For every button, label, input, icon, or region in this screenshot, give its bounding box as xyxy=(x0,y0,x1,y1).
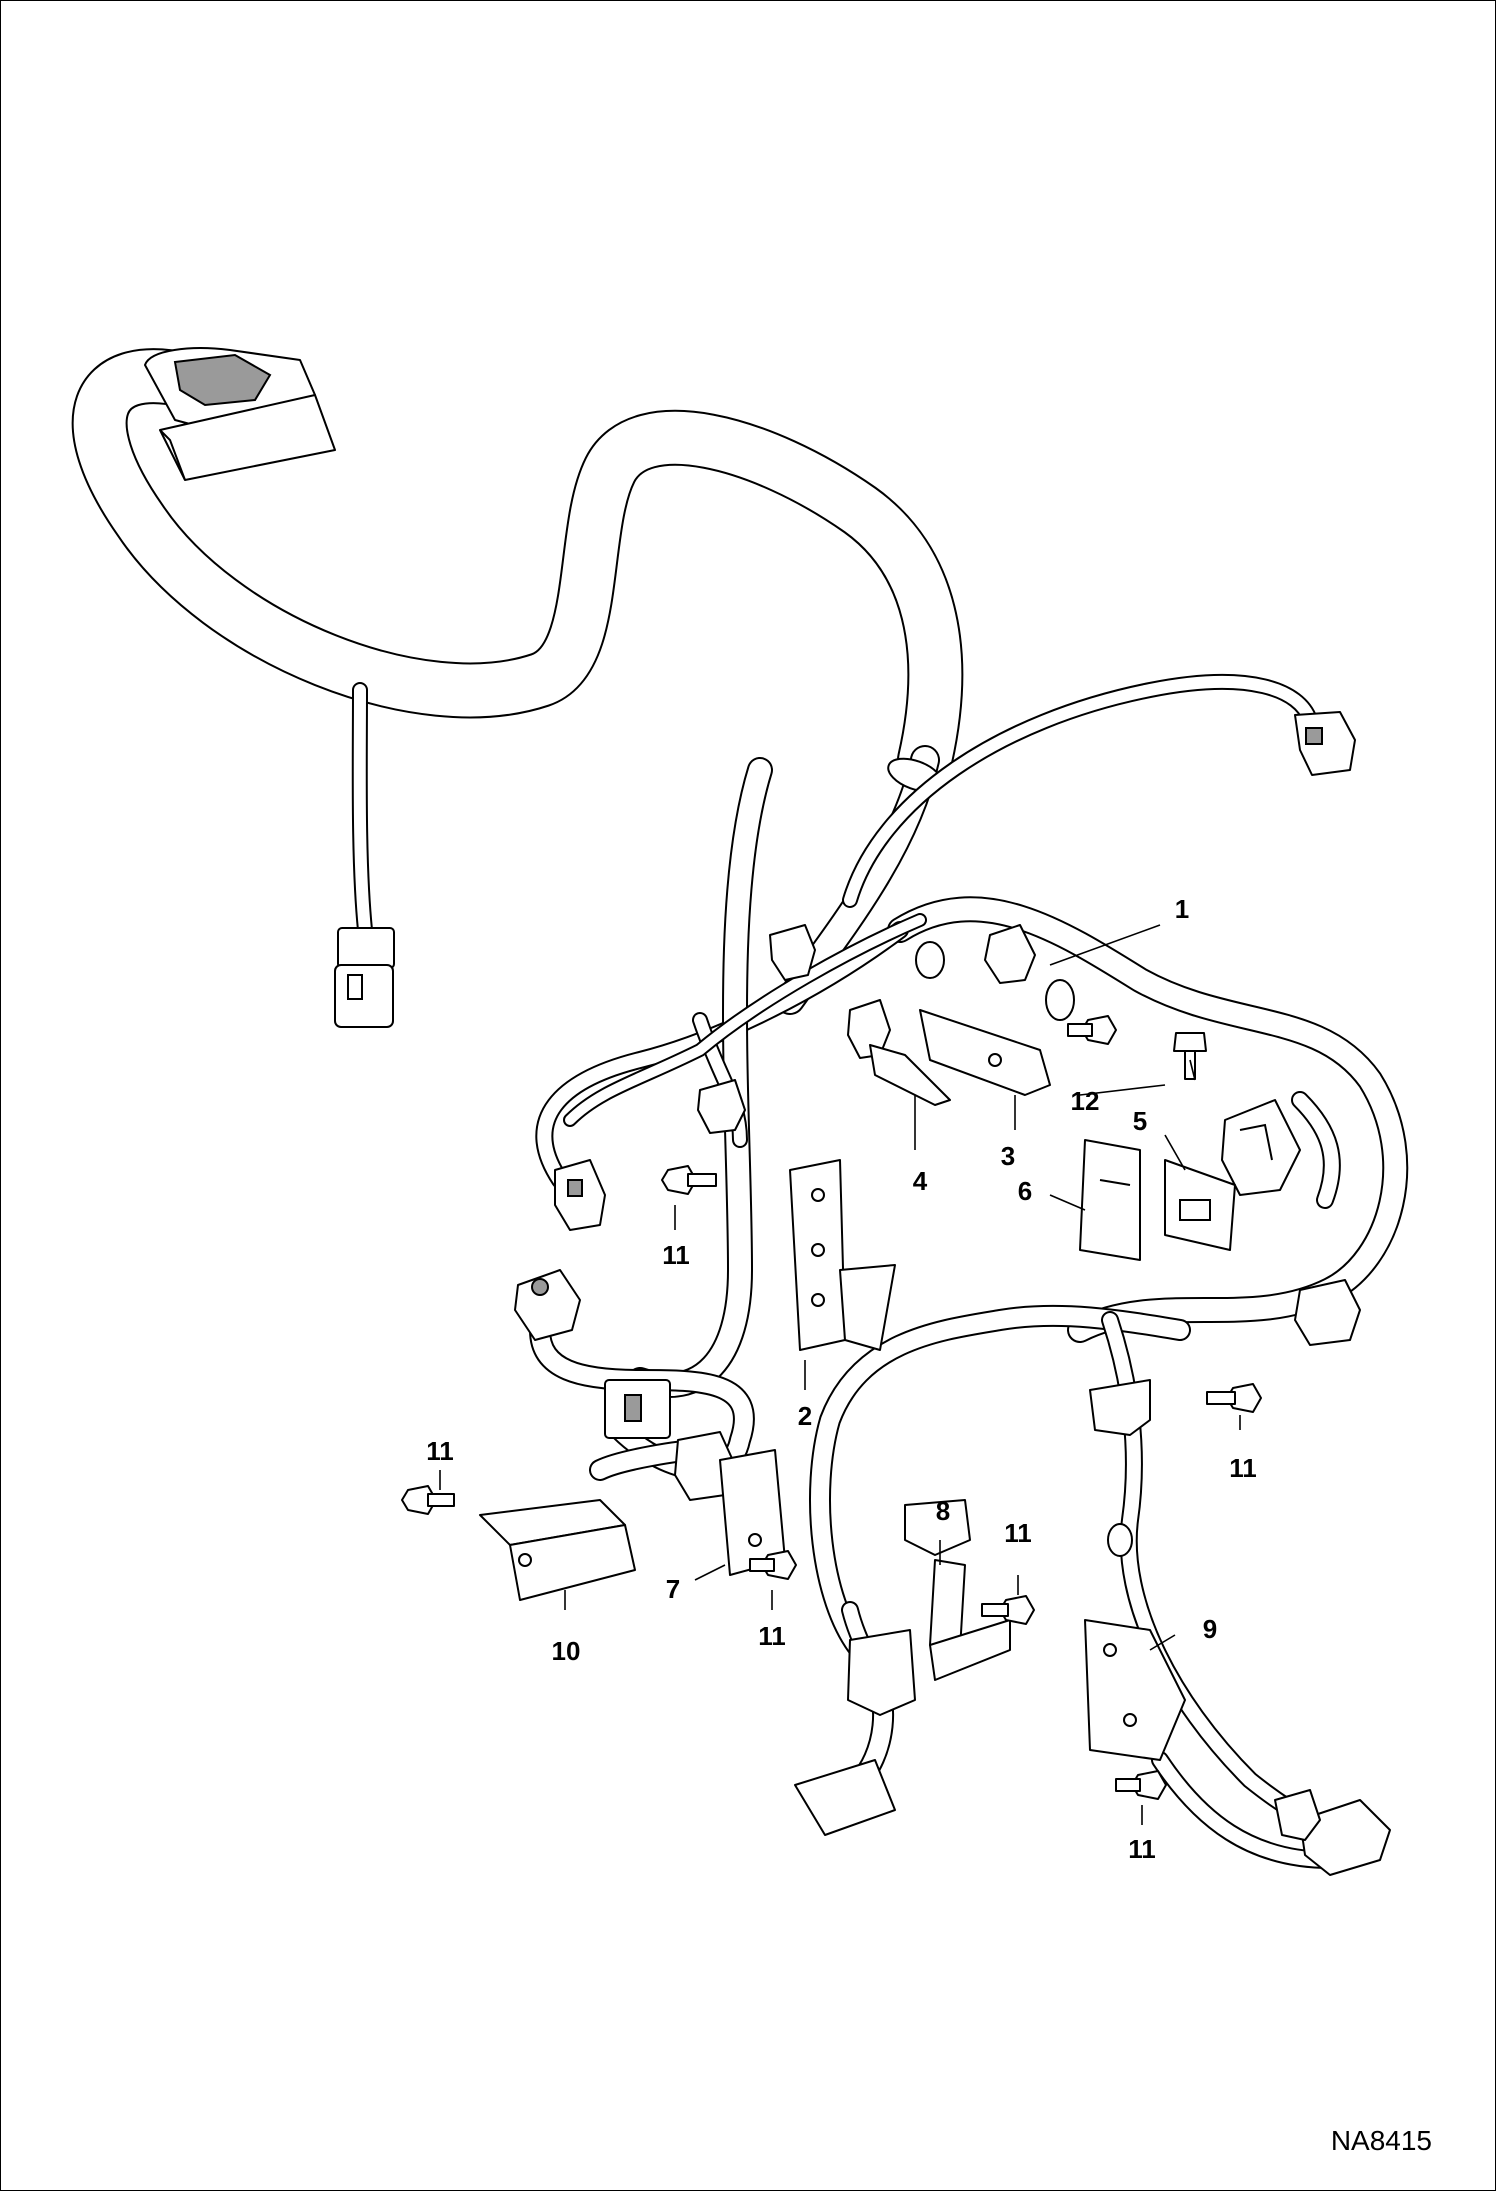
bolt-icon xyxy=(401,1485,455,1515)
callout-10: 10 xyxy=(552,1636,581,1666)
callout-3: 3 xyxy=(1001,1141,1015,1171)
bolt-icon xyxy=(1067,1015,1117,1045)
callout-11: 11 xyxy=(426,1436,454,1466)
callout-11: 11 xyxy=(1229,1453,1257,1483)
figure-id: NA8415 xyxy=(1331,2125,1432,2156)
bracket-9 xyxy=(1084,1619,1186,1761)
callout-6: 6 xyxy=(1018,1176,1032,1206)
callout-11: 11 xyxy=(662,1240,690,1270)
bracket-5 xyxy=(1164,1159,1236,1251)
callout-7: 7 xyxy=(666,1574,680,1604)
callout-12: 12 xyxy=(1071,1086,1100,1116)
callout-2: 2 xyxy=(798,1401,812,1431)
main-connector xyxy=(144,347,336,481)
leader-lines xyxy=(439,924,1241,1825)
left-loop-harness xyxy=(514,757,909,1501)
bolt-icon xyxy=(1173,1032,1207,1080)
callout-1: 1 xyxy=(1175,894,1189,924)
fastener-labels: 11 11 11 11 11 11 xyxy=(426,1240,1257,1864)
callout-4: 4 xyxy=(913,1166,928,1196)
callout-9: 9 xyxy=(1203,1614,1217,1644)
callout-8: 8 xyxy=(936,1496,950,1526)
callout-11: 11 xyxy=(1004,1518,1032,1548)
bracket-6 xyxy=(1079,1139,1141,1261)
callout-11: 11 xyxy=(758,1621,786,1651)
fasteners xyxy=(401,1015,1262,1800)
right-loop-harness xyxy=(887,896,1409,1346)
bolt-icon xyxy=(749,1550,797,1580)
left-drop-branch xyxy=(334,682,395,1028)
upper-connector-cluster xyxy=(563,913,1075,1134)
callout-11: 11 xyxy=(1128,1834,1156,1864)
bracket-4 xyxy=(869,1044,951,1106)
bolt-icon xyxy=(981,1595,1035,1625)
callout-5: 5 xyxy=(1133,1106,1147,1136)
lower-central-harness xyxy=(794,1304,1391,1876)
bolt-icon xyxy=(661,1165,717,1195)
bolt-icon xyxy=(1115,1770,1167,1800)
upper-right-branch xyxy=(842,673,1356,908)
bracket-3 xyxy=(919,1009,1051,1096)
bolt-icon xyxy=(1206,1383,1262,1413)
brackets xyxy=(479,1009,1236,1761)
